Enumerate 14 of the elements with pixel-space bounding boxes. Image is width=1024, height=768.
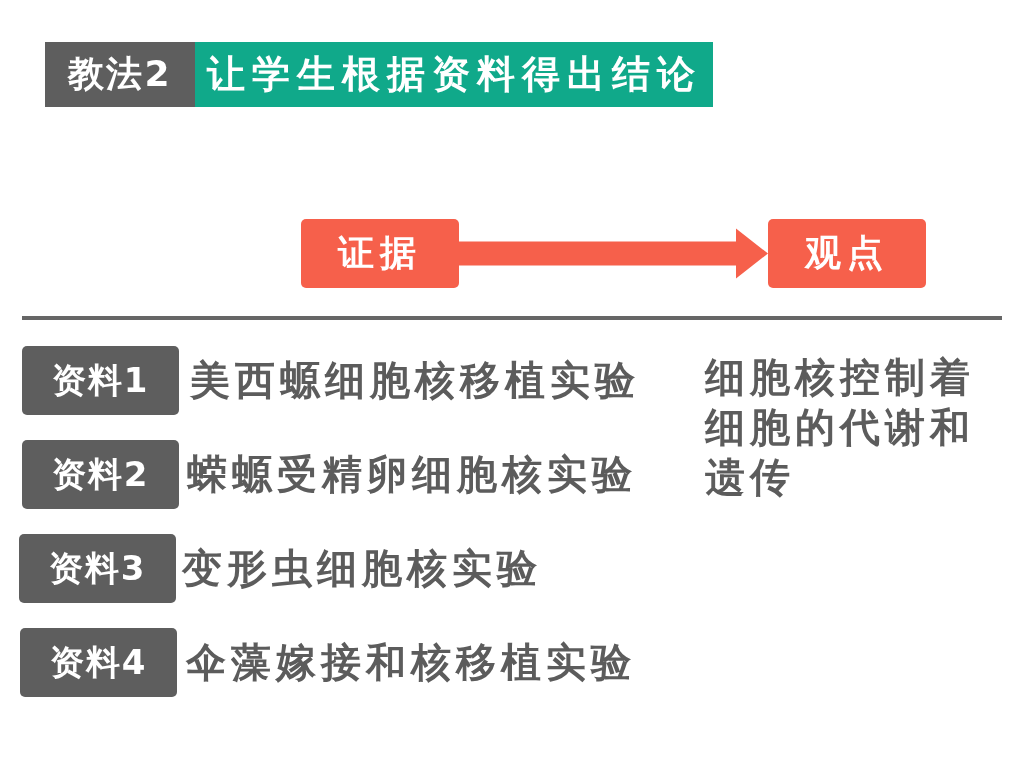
material-tag: 资料3 (19, 534, 176, 603)
experiment-caption: 变形虫细胞核实验 (182, 544, 542, 592)
experiment-caption: 美西螈细胞核移植实验 (190, 356, 640, 404)
evidence-tag: 证据 (301, 219, 459, 288)
material-tag: 资料2 (22, 440, 179, 509)
experiment-caption: 伞藻嫁接和核移植实验 (186, 638, 636, 686)
section-tag: 教法2 (45, 42, 195, 107)
material-tag: 资料1 (22, 346, 179, 415)
viewpoint-tag: 观点 (768, 219, 926, 288)
arrow (459, 228, 768, 279)
experiment-caption: 蝾螈受精卵细胞核实验 (187, 450, 637, 498)
heading-banner: 让学生根据资料得出结论 (195, 42, 713, 107)
conclusion-text: 细胞核控制着细胞的代谢和遗传 (705, 353, 976, 502)
material-tag: 资料4 (20, 628, 177, 697)
